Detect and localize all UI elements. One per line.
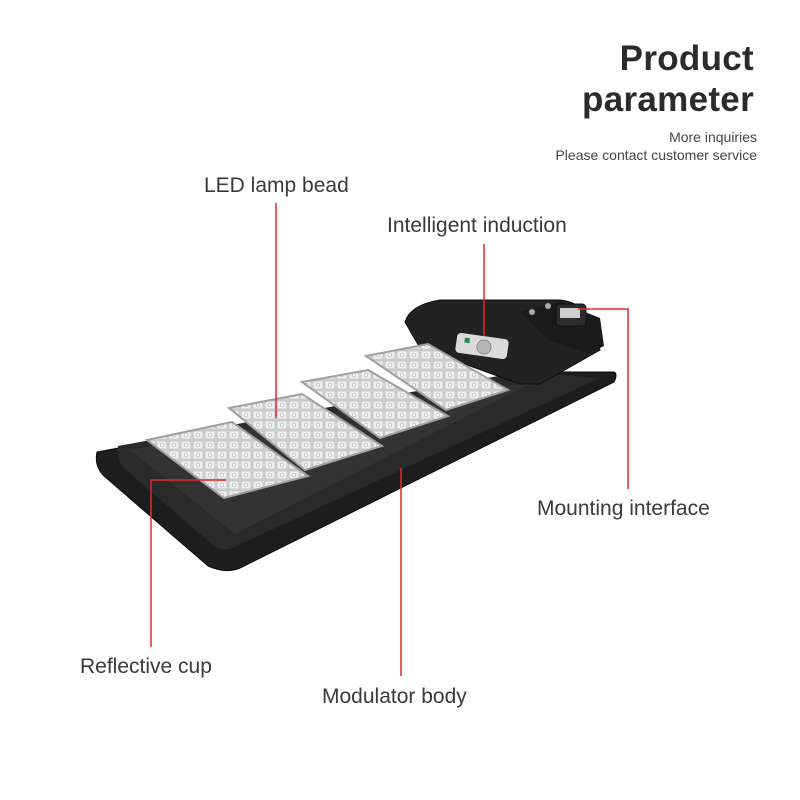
reflective-cup-leader (150, 479, 226, 647)
title-line-1: Product (619, 39, 754, 78)
contact-note: More inquiries Please contact customer s… (555, 128, 757, 164)
page-title: Product parameter (582, 38, 754, 120)
reflective-cup-label: Reflective cup (80, 655, 212, 678)
intelligent-induction-label: Intelligent induction (387, 214, 567, 237)
callout-lines (150, 203, 629, 676)
contact-note-line-1: More inquiries (669, 129, 757, 145)
contact-note-line-2: Please contact customer service (555, 147, 757, 163)
led-lamp-bead-label: LED lamp bead (204, 174, 349, 197)
mounting-interface-label: Mounting interface (537, 497, 710, 520)
title-line-2: parameter (582, 80, 754, 119)
led-panels (144, 342, 511, 500)
modulator-body-label: Modulator body (322, 685, 467, 708)
mounting-interface-leader (578, 308, 629, 489)
